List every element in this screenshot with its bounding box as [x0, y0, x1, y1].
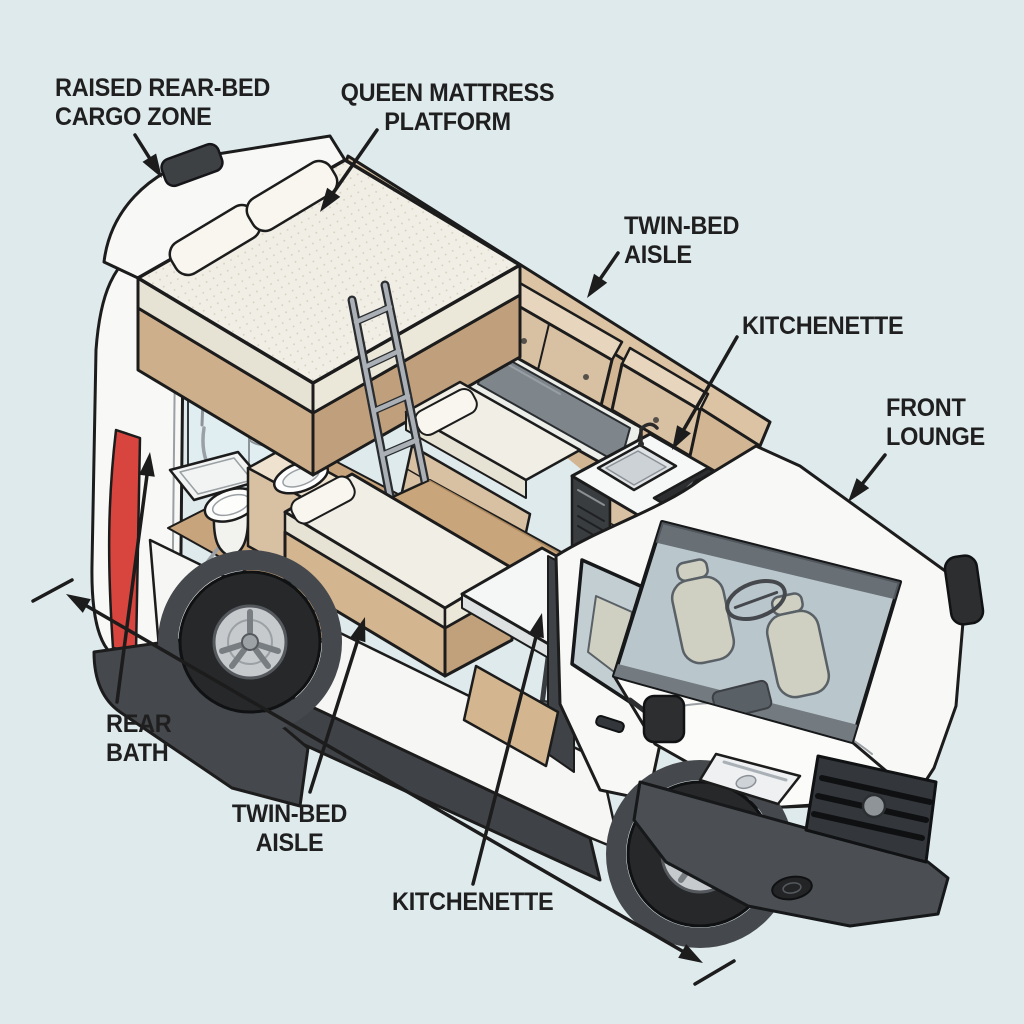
arrow-raised-rear-bed — [133, 133, 162, 178]
label-line: BATH — [106, 739, 169, 767]
arrow-kitchenette-lower — [471, 613, 544, 886]
steering-wheel — [725, 579, 787, 621]
side-mirror-left — [627, 694, 686, 744]
label-line: RAISED REAR-BED — [55, 74, 271, 102]
arrow-queen-mattress — [320, 128, 379, 212]
arrow-kitchenette-upper — [672, 335, 739, 450]
label-twin-bed-aisle-lower: TWIN-BED AISLE — [217, 800, 363, 858]
label-line: CARGO ZONE — [55, 103, 212, 131]
label-raised-rear-bed-cargo-zone: RAISED REAR-BED CARGO ZONE — [55, 74, 270, 132]
front-grille — [804, 754, 938, 864]
leader-arrows — [115, 128, 887, 886]
side-mirror-right — [943, 554, 985, 626]
label-line: QUEEN MATTRESS — [340, 79, 555, 107]
arrow-twin-bed-aisle-lower — [308, 617, 366, 794]
label-line: KITCHENETTE — [392, 888, 554, 916]
roof-vent — [160, 142, 224, 188]
label-line: TWIN-BED — [231, 800, 348, 828]
roof-panel — [102, 134, 347, 280]
fog-light — [771, 875, 813, 901]
label-line: LOUNGE — [886, 423, 985, 451]
kitchen-sink — [596, 422, 678, 492]
length-dimension-line — [31, 578, 736, 986]
arrow-rear-bath — [115, 452, 155, 704]
headlight — [698, 752, 802, 806]
windshield — [612, 520, 902, 744]
label-kitchenette-lower: KITCHENETTE — [392, 888, 554, 917]
door-handle — [595, 714, 625, 734]
pillow — [245, 159, 339, 233]
rear-bumper — [92, 638, 310, 808]
cab-seat — [765, 592, 831, 699]
label-line: TWIN-BED — [624, 212, 740, 240]
pillow — [290, 475, 356, 525]
arrow-twin-bed-aisle-upper — [587, 251, 620, 298]
label-front-lounge: FRONT LOUNGE — [886, 394, 985, 452]
cab-front — [554, 444, 985, 948]
cab-seat — [670, 558, 736, 665]
arrow-front-lounge — [848, 453, 887, 502]
brand-emblem — [861, 793, 887, 819]
entry-step — [462, 664, 560, 768]
label-line: REAR — [106, 710, 172, 738]
label-twin-bed-aisle-upper: TWIN-BED AISLE — [624, 212, 740, 270]
label-queen-mattress-platform: QUEEN MATTRESS PLATFORM — [337, 79, 558, 137]
label-kitchenette-upper: KITCHENETTE — [742, 312, 904, 341]
label-line: PLATFORM — [384, 108, 511, 136]
label-line: AISLE — [255, 829, 324, 857]
label-line: AISLE — [624, 241, 692, 269]
label-rear-bath: REAR BATH — [106, 710, 172, 768]
rear-wheel — [158, 550, 342, 734]
label-line: KITCHENETTE — [742, 312, 904, 340]
tail-light — [107, 428, 142, 654]
label-line: FRONT — [886, 394, 966, 422]
front-bumper — [632, 780, 950, 928]
faucet — [639, 422, 659, 446]
